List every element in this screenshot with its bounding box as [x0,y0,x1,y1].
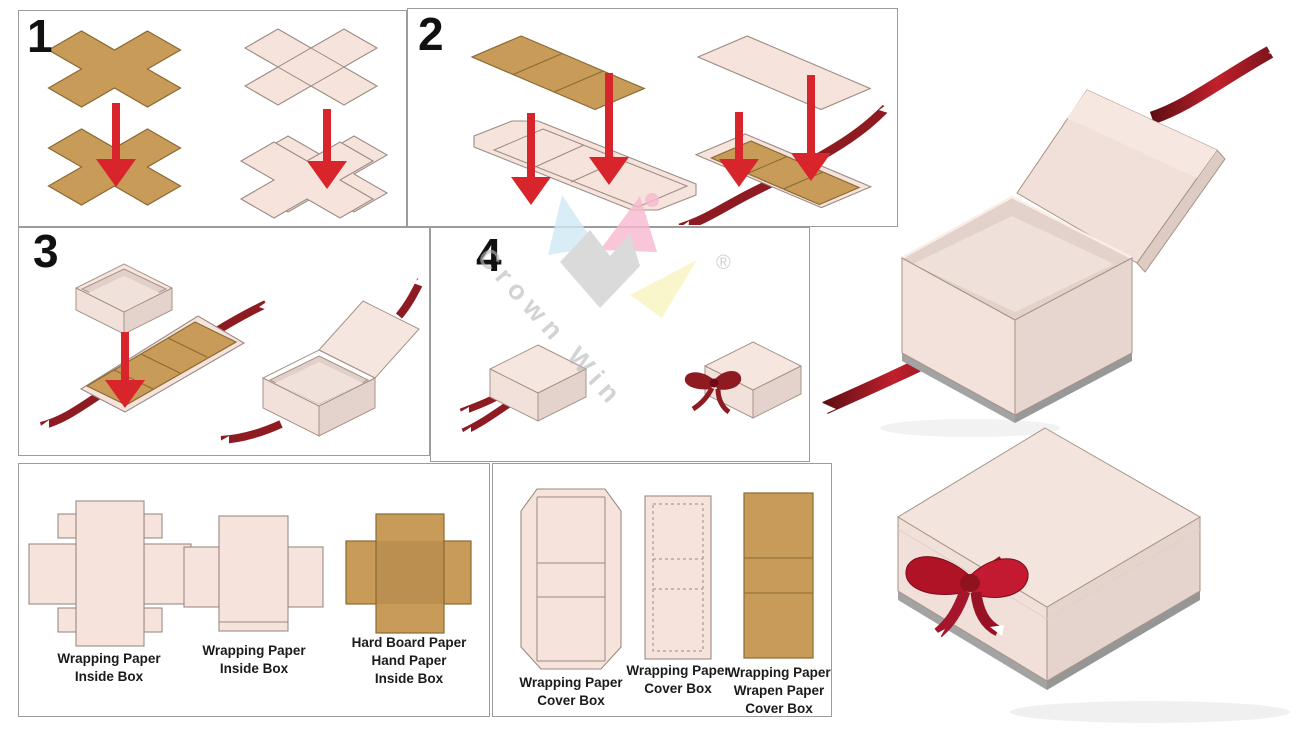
logo-pink-triangle [600,196,657,252]
ribbon-upper [1149,42,1296,125]
paper-cover-sheet [696,35,872,111]
registered-mark: ® [716,252,731,274]
down-arrow [307,109,347,189]
pattern-caption: Wrapping Paper Wrapen Paper Cover Box [727,665,831,716]
step-panel-3: 3 [18,227,430,456]
ribbon-through-board [35,299,273,430]
pattern-caption: Wrapping Paper Inside Box [202,643,306,676]
step-panel-2: 2 [407,8,898,227]
box-shadow [880,419,1060,437]
cover-pattern-octagon [520,488,622,670]
paper-crosses-stacked [239,135,389,219]
ribbon-bow [684,370,742,415]
step-panel-1: 1 [18,10,407,227]
paper-cross-flat [243,28,379,106]
cardboard-cross-flat [47,30,182,108]
open-gift-box-illustration [816,42,1296,437]
box-lid-open [1016,89,1226,273]
step-1-illustration [47,28,389,219]
down-arrow [589,73,629,185]
ribbon-on-lidded-box [215,274,427,445]
watermark-logo: ® [548,193,731,318]
cardboard-board-on-mat [85,321,238,406]
cardboard-board-on-mat [709,140,861,206]
pattern-caption: Wrapping Paper Cover Box [519,675,623,708]
down-arrow [96,103,136,187]
down-arrow [719,112,759,187]
ribbon-bow-large [905,556,1029,641]
pattern-caption: Wrapping Paper Cover Box [626,663,730,696]
cover-patterns-panel: Wrapping Paper Cover Box Wrapping Paper … [492,463,832,717]
down-arrow [791,75,831,181]
inside-patterns-panel: Wrapping Paper Inside Box Wrapping Paper… [18,463,490,717]
step-3-illustration [35,263,427,445]
down-arrow [105,332,145,408]
closed-box-with-bow [684,341,803,419]
logo-yellow-triangle [630,260,697,318]
closed-box [488,344,588,422]
cover-pattern-board [743,492,814,659]
hard-board-pattern [345,513,472,634]
cover-pattern-dashed [644,495,712,660]
wrapping-paper-pattern-1 [28,500,192,647]
step-number-1: 1 [27,10,53,62]
open-box-with-lid [261,300,420,437]
step-number-2: 2 [418,8,444,60]
logo-gray-chevron [560,230,640,308]
step-2-illustration [470,35,894,225]
inside-patterns-illustration [28,500,472,647]
open-tray-box [74,263,174,335]
pattern-caption: Wrapping Paper Inside Box [57,651,161,684]
box-shadow [1010,701,1290,723]
step-number-3: 3 [33,225,59,277]
cardboard-panel-strip [470,35,646,111]
step-number-4: 4 [476,229,502,281]
pattern-caption: Hard Board Paper Hand Paper Inside Box [351,635,467,686]
down-arrow [511,113,551,205]
box-base-open [900,195,1134,423]
logo-pink-dot [645,193,659,207]
closed-gift-box-illustration [897,427,1290,723]
step-4-illustration [455,341,803,436]
cover-patterns-illustration [520,488,814,670]
wrapping-paper-pattern-2 [183,515,324,632]
